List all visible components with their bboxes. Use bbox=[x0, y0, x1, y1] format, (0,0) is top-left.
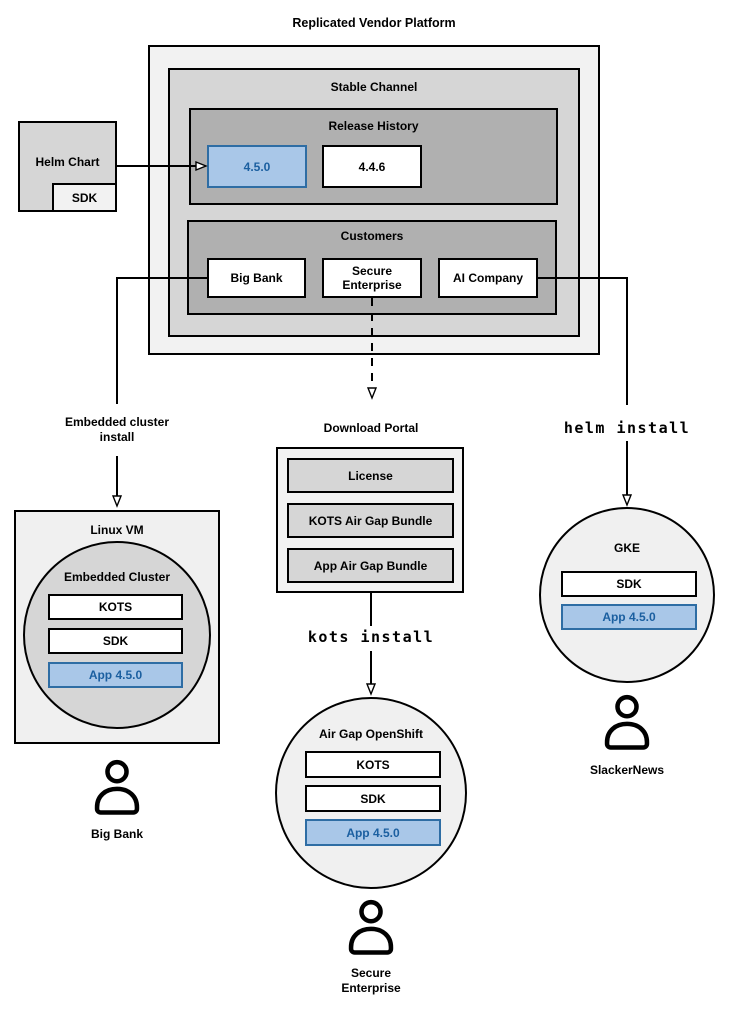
user-big-bank-label: Big Bank bbox=[90, 827, 143, 841]
component-app: App 4.5.0 bbox=[561, 604, 697, 630]
customers-box: Customers Big Bank Secure Enterprise AI … bbox=[187, 220, 557, 315]
release-history-box: Release History 4.5.0 4.4.6 bbox=[189, 108, 558, 205]
customer-big-bank: Big Bank bbox=[207, 258, 306, 298]
portal-license: License bbox=[287, 458, 454, 493]
component-kots: KOTS bbox=[48, 594, 183, 620]
helm-chart-label: Helm Chart bbox=[35, 155, 100, 169]
customers-label: Customers bbox=[340, 229, 404, 243]
component-sdk: SDK bbox=[48, 628, 183, 654]
component-app: App 4.5.0 bbox=[305, 819, 441, 846]
stable-channel-label: Stable Channel bbox=[330, 80, 418, 94]
embedded-install-label: Embedded cluster install bbox=[64, 415, 170, 444]
airgap-openshift-circle: Air Gap OpenShift KOTS SDK App 4.5.0 bbox=[275, 697, 467, 889]
user-slackernews-label: SlackerNews bbox=[589, 763, 665, 777]
embedded-cluster-label: Embedded Cluster bbox=[63, 570, 171, 584]
release-4-4-6: 4.4.6 bbox=[322, 145, 422, 188]
download-portal-label: Download Portal bbox=[323, 421, 419, 435]
gke-label: GKE bbox=[613, 541, 640, 555]
linux-vm-label: Linux VM bbox=[90, 523, 144, 537]
kots-install-command: kots install bbox=[307, 628, 435, 646]
user-secure-enterprise-label: Secure Enterprise bbox=[341, 966, 401, 995]
component-sdk: SDK bbox=[561, 571, 697, 597]
download-portal-box: License KOTS Air Gap Bundle App Air Gap … bbox=[276, 447, 464, 593]
component-kots: KOTS bbox=[305, 751, 441, 778]
gke-circle: GKE SDK App 4.5.0 bbox=[539, 507, 715, 683]
user-icon bbox=[604, 694, 650, 750]
customer-secure-enterprise: Secure Enterprise bbox=[322, 258, 422, 298]
portal-kots-bundle: KOTS Air Gap Bundle bbox=[287, 503, 454, 538]
user-icon bbox=[348, 899, 394, 955]
portal-app-bundle: App Air Gap Bundle bbox=[287, 548, 454, 583]
release-history-label: Release History bbox=[328, 119, 419, 133]
release-4-5-0: 4.5.0 bbox=[207, 145, 307, 188]
diagram-title: Replicated Vendor Platform bbox=[292, 16, 456, 30]
component-sdk: SDK bbox=[305, 785, 441, 812]
linux-vm-box: Linux VM Embedded Cluster KOTS SDK App 4… bbox=[14, 510, 220, 744]
component-app: App 4.5.0 bbox=[48, 662, 183, 688]
helm-install-command: helm install bbox=[563, 419, 691, 437]
user-icon bbox=[94, 759, 140, 815]
airgap-openshift-label: Air Gap OpenShift bbox=[318, 727, 423, 741]
embedded-cluster-circle: Embedded Cluster KOTS SDK App 4.5.0 bbox=[23, 541, 211, 729]
customer-ai-company: AI Company bbox=[438, 258, 538, 298]
helm-chart-box: Helm Chart SDK bbox=[18, 121, 117, 212]
helm-chart-sdk: SDK bbox=[52, 183, 117, 212]
